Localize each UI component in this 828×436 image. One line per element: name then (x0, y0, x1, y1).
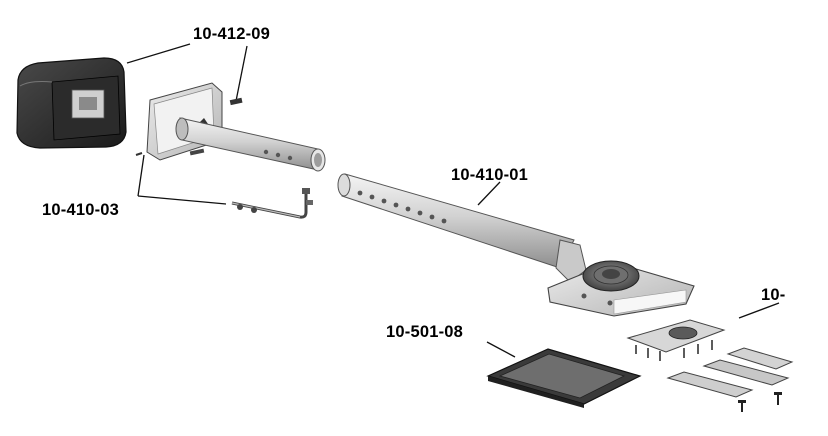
leader-lines (126, 43, 780, 358)
filter-pad (486, 348, 642, 408)
leader-screw-to-head (126, 43, 191, 64)
base-plate (626, 319, 726, 361)
leader-plate (738, 302, 780, 319)
bracket-screws (135, 97, 243, 156)
head-plate (547, 260, 695, 317)
head-unit (16, 57, 127, 149)
leader-bracket-right (137, 195, 227, 205)
part-label-base-plate: 10- (761, 286, 786, 304)
leader-filter (486, 341, 516, 358)
leader-screw-to-bolt (235, 45, 248, 102)
leader-bracket-left (137, 154, 145, 197)
mount-assembly (146, 82, 326, 172)
part-label-bracket-screw: 10-412-09 (193, 25, 271, 43)
part-label-mount-bracket: 10-410-03 (42, 201, 120, 219)
part-label-handle-tube: 10-410-01 (451, 166, 529, 184)
leader-tube (477, 181, 501, 206)
handle-tube (337, 173, 587, 283)
base-strips (666, 347, 794, 412)
part-label-filter-pad: 10-501-08 (386, 323, 464, 341)
clip-bracket (231, 188, 313, 219)
